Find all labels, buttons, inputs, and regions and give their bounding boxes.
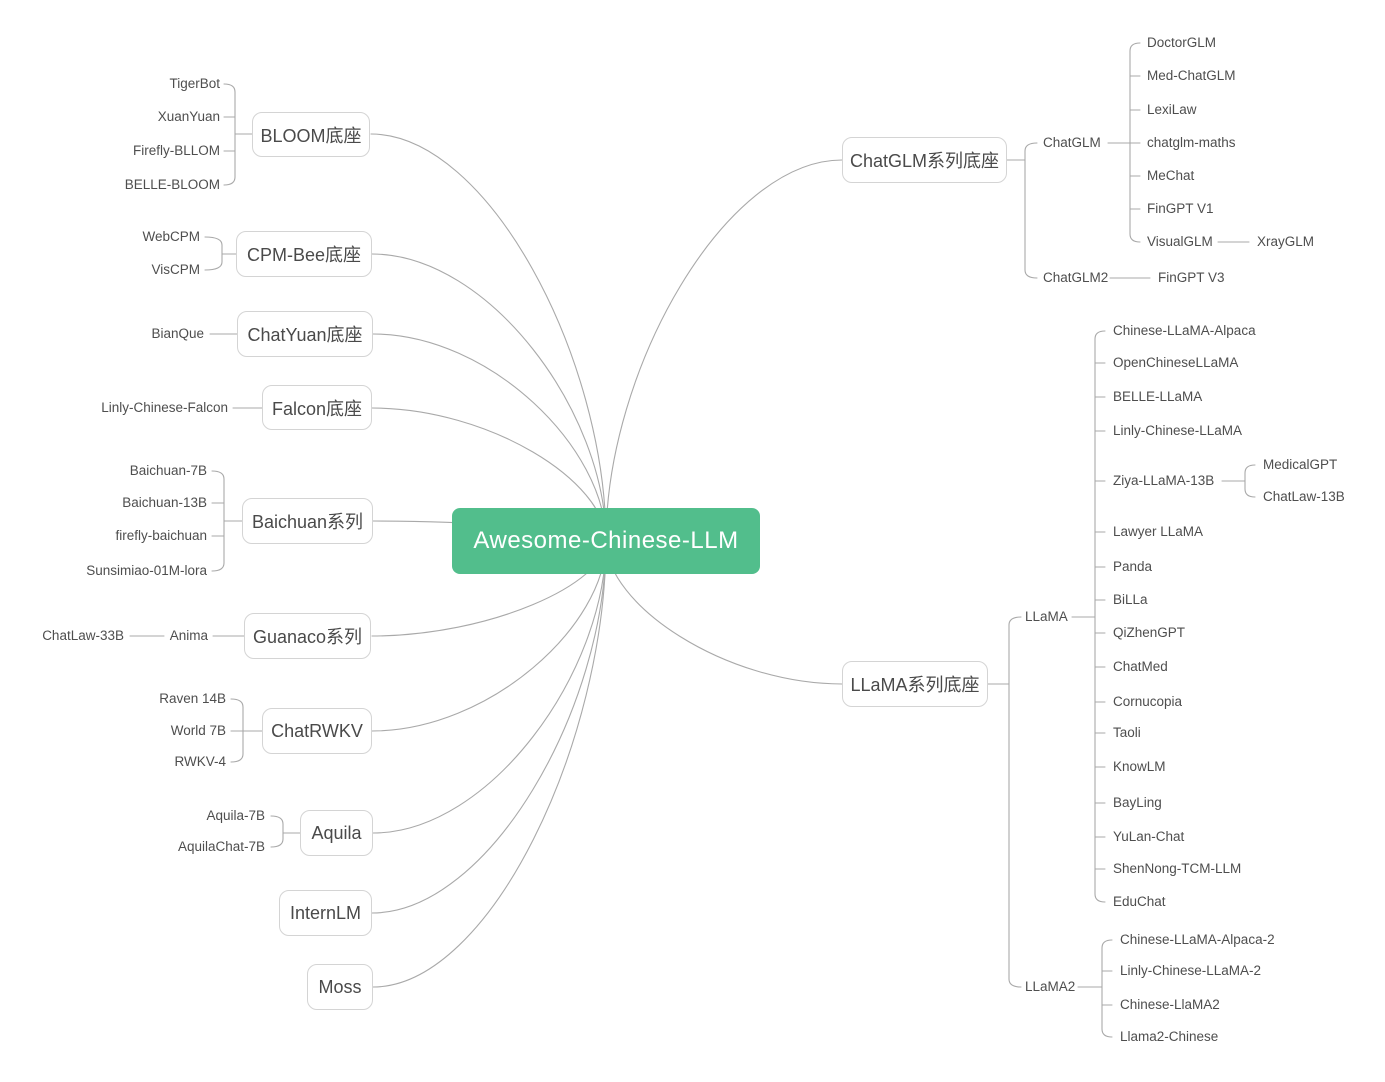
node-chatrwkv[interactable]: ChatRWKV bbox=[262, 708, 372, 754]
leaf-lawyer-llama[interactable]: Lawyer LLaMA bbox=[1113, 523, 1204, 539]
leaf-rwkv-4[interactable]: RWKV-4 bbox=[174, 753, 226, 769]
leaf-medicalgpt[interactable]: MedicalGPT bbox=[1263, 456, 1338, 472]
leaf-viscpm[interactable]: VisCPM bbox=[151, 261, 200, 277]
leaf-baichuan-7b[interactable]: Baichuan-7B bbox=[129, 462, 207, 478]
leaf-qizhengpt[interactable]: QiZhenGPT bbox=[1113, 624, 1186, 640]
connector-root-bloom bbox=[370, 133, 607, 542]
leaf-chinese-llama-alpaca[interactable]: Chinese-LLaMA-Alpaca bbox=[1113, 322, 1256, 338]
leaf-belle-llama[interactable]: BELLE-LLaMA bbox=[1113, 388, 1203, 404]
leaf-visualglm[interactable]: VisualGLM bbox=[1147, 233, 1213, 249]
bracket-chatglm-children bbox=[1107, 42, 1141, 243]
leaf-xrayglm[interactable]: XrayGLM bbox=[1257, 233, 1315, 249]
leaf-fingpt-v1[interactable]: FinGPT V1 bbox=[1147, 200, 1214, 216]
leaf-chinese-llama-alpaca-2[interactable]: Chinese-LLaMA-Alpaca-2 bbox=[1120, 931, 1275, 947]
node-aquila[interactable]: Aquila bbox=[300, 810, 373, 856]
bracket-chatrwkv-children bbox=[230, 698, 263, 763]
leaf-sunsimiao-01m-lora[interactable]: Sunsimiao-01M-lora bbox=[86, 562, 207, 578]
leaf-chatglm[interactable]: ChatGLM bbox=[1043, 134, 1101, 150]
node-chatyuan[interactable]: ChatYuan底座 bbox=[237, 311, 373, 357]
leaf-xuanyuan[interactable]: XuanYuan bbox=[157, 108, 220, 124]
connector-root-chatrwkv bbox=[371, 540, 607, 732]
leaf-linly-chinese-llama[interactable]: Linly-Chinese-LLaMA bbox=[1113, 422, 1243, 438]
leaf-mechat[interactable]: MeChat bbox=[1147, 167, 1195, 183]
leaf-tigerbot[interactable]: TigerBot bbox=[169, 75, 220, 91]
leaf-anima[interactable]: Anima bbox=[169, 627, 208, 643]
leaf-firefly-baichuan[interactable]: firefly-baichuan bbox=[115, 527, 207, 543]
leaf-chatlaw-33b[interactable]: ChatLaw-33B bbox=[42, 627, 124, 643]
node-moss[interactable]: Moss bbox=[307, 964, 373, 1010]
leaf-aquilachat-7b[interactable]: AquilaChat-7B bbox=[177, 838, 265, 854]
node-falcon[interactable]: Falcon底座 bbox=[262, 385, 372, 430]
leaf-bayling[interactable]: BayLing bbox=[1113, 794, 1162, 810]
connector-root-chatglm-family bbox=[605, 159, 843, 542]
leaf-bianque[interactable]: BianQue bbox=[151, 325, 204, 341]
leaf-taoli[interactable]: Taoli bbox=[1113, 724, 1141, 740]
bracket-cpm-children bbox=[204, 236, 237, 271]
node-guanaco[interactable]: Guanaco系列 bbox=[244, 613, 371, 659]
connector-root-chatyuan bbox=[372, 333, 607, 542]
leaf-educhat[interactable]: EduChat bbox=[1113, 893, 1166, 909]
leaf-llama2-chinese[interactable]: Llama2-Chinese bbox=[1120, 1028, 1219, 1044]
leaf-baichuan-13b[interactable]: Baichuan-13B bbox=[122, 494, 207, 510]
leaf-lexilaw[interactable]: LexiLaw bbox=[1147, 101, 1197, 117]
node-cpm-bee[interactable]: CPM-Bee底座 bbox=[236, 231, 372, 277]
leaf-chatglm-maths[interactable]: chatglm-maths bbox=[1147, 134, 1236, 150]
leaf-openchinesellama[interactable]: OpenChineseLLaMA bbox=[1113, 354, 1239, 370]
leaf-yulan-chat[interactable]: YuLan-Chat bbox=[1113, 828, 1185, 844]
node-chatglm-family[interactable]: ChatGLM系列底座 bbox=[842, 137, 1007, 183]
bracket-llama-family-children bbox=[987, 616, 1022, 988]
leaf-chinese-llama2[interactable]: Chinese-LlaMA2 bbox=[1120, 996, 1220, 1012]
leaf-shennong-tcm-llm[interactable]: ShenNong-TCM-LLM bbox=[1113, 860, 1242, 876]
bracket-llama2-children bbox=[1077, 939, 1113, 1038]
leaf-cornucopia[interactable]: Cornucopia bbox=[1113, 693, 1183, 709]
node-internlm[interactable]: InternLM bbox=[279, 890, 372, 936]
leaf-fingpt-v3[interactable]: FinGPT V3 bbox=[1158, 269, 1225, 285]
connector-root-moss bbox=[372, 540, 607, 988]
leaf-billa[interactable]: BiLLa bbox=[1113, 591, 1148, 607]
bracket-baichuan-children bbox=[211, 470, 243, 572]
node-bloom[interactable]: BLOOM底座 bbox=[252, 112, 370, 157]
bracket-llama-children bbox=[1071, 330, 1106, 903]
leaf-chatmed[interactable]: ChatMed bbox=[1113, 658, 1168, 674]
leaf-aquila-7b[interactable]: Aquila-7B bbox=[206, 807, 265, 823]
leaf-firefly-bllom[interactable]: Firefly-BLLOM bbox=[132, 142, 220, 158]
node-baichuan[interactable]: Baichuan系列 bbox=[242, 498, 373, 544]
connector-root-cpm-bee bbox=[371, 253, 607, 542]
leaf-knowlm[interactable]: KnowLM bbox=[1113, 758, 1166, 774]
leaf-chatglm2[interactable]: ChatGLM2 bbox=[1043, 269, 1109, 285]
connector-root-internlm bbox=[371, 540, 607, 914]
leaf-raven-14b[interactable]: Raven 14B bbox=[159, 690, 226, 706]
leaf-webcpm[interactable]: WebCPM bbox=[142, 228, 200, 244]
leaf-doctorglm[interactable]: DoctorGLM bbox=[1147, 34, 1217, 50]
leaf-belle-bloom[interactable]: BELLE-BLOOM bbox=[124, 176, 220, 192]
connector-root-aquila bbox=[372, 540, 607, 834]
node-llama-family[interactable]: LLaMA系列底座 bbox=[842, 661, 988, 707]
bracket-chatglm-family-children bbox=[1006, 142, 1038, 279]
bracket-bloom-children bbox=[223, 83, 253, 186]
leaf-chatlaw-13b[interactable]: ChatLaw-13B bbox=[1263, 488, 1345, 504]
leaf-llama2[interactable]: LLaMA2 bbox=[1025, 978, 1076, 994]
leaf-med-chatglm[interactable]: Med-ChatGLM bbox=[1147, 67, 1236, 83]
leaf-panda[interactable]: Panda bbox=[1113, 558, 1153, 574]
leaf-linly-chinese-falcon[interactable]: Linly-Chinese-Falcon bbox=[101, 399, 228, 415]
leaf-world-7b[interactable]: World 7B bbox=[170, 722, 226, 738]
root-node[interactable]: Awesome-Chinese-LLM bbox=[452, 508, 760, 574]
bracket-aquila-children bbox=[270, 815, 301, 848]
leaf-ziya-llama-13b[interactable]: Ziya-LLaMA-13B bbox=[1113, 472, 1215, 488]
leaf-llama[interactable]: LLaMA bbox=[1025, 608, 1068, 624]
bracket-ziya-children bbox=[1221, 464, 1256, 498]
leaf-linly-chinese-llama-2[interactable]: Linly-Chinese-LLaMA-2 bbox=[1120, 962, 1262, 978]
